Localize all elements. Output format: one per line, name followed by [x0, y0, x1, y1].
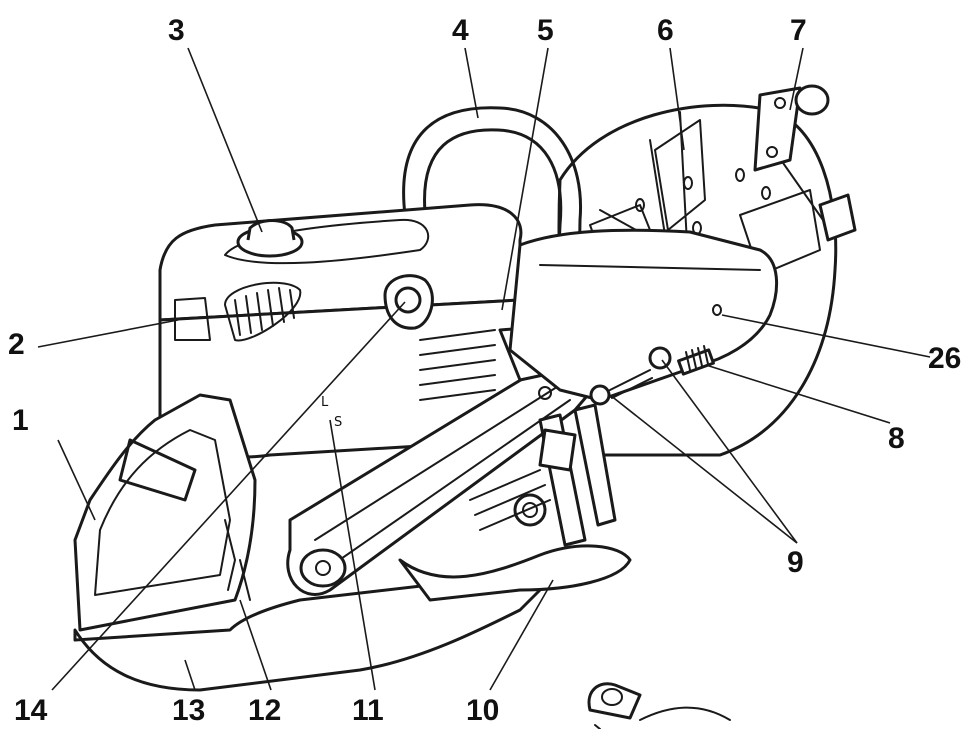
- partial-view: [587, 682, 731, 730]
- callout-4: 4: [452, 14, 469, 47]
- blade-arm-housing: [508, 228, 779, 406]
- fuel-cap: [236, 219, 304, 258]
- callout-2: 2: [8, 328, 25, 361]
- callout-12: 12: [248, 694, 282, 727]
- callout-9: 9: [787, 546, 804, 579]
- callout-10: 10: [466, 694, 500, 727]
- callout-3: 3: [168, 14, 185, 47]
- callout-13: 13: [172, 694, 206, 727]
- decompression-symbol-bottom: S: [334, 415, 343, 430]
- leader-lines: [37, 47, 931, 691]
- front-handle: [402, 106, 583, 337]
- callout-7: 7: [790, 14, 807, 47]
- front-support: [398, 403, 632, 602]
- callout-5: 5: [537, 14, 554, 47]
- callout-6: 6: [657, 14, 674, 47]
- callout-1: 1: [12, 404, 29, 437]
- callout-26: 26: [928, 342, 962, 375]
- callout-8: 8: [888, 422, 905, 455]
- decompression-symbol-top: L: [321, 395, 329, 410]
- guard-adjustment-handle: [753, 84, 857, 242]
- start-button: [383, 274, 434, 330]
- callout-14: 14: [14, 694, 48, 727]
- callout-11: 11: [352, 694, 384, 727]
- rear-handle: [73, 393, 257, 632]
